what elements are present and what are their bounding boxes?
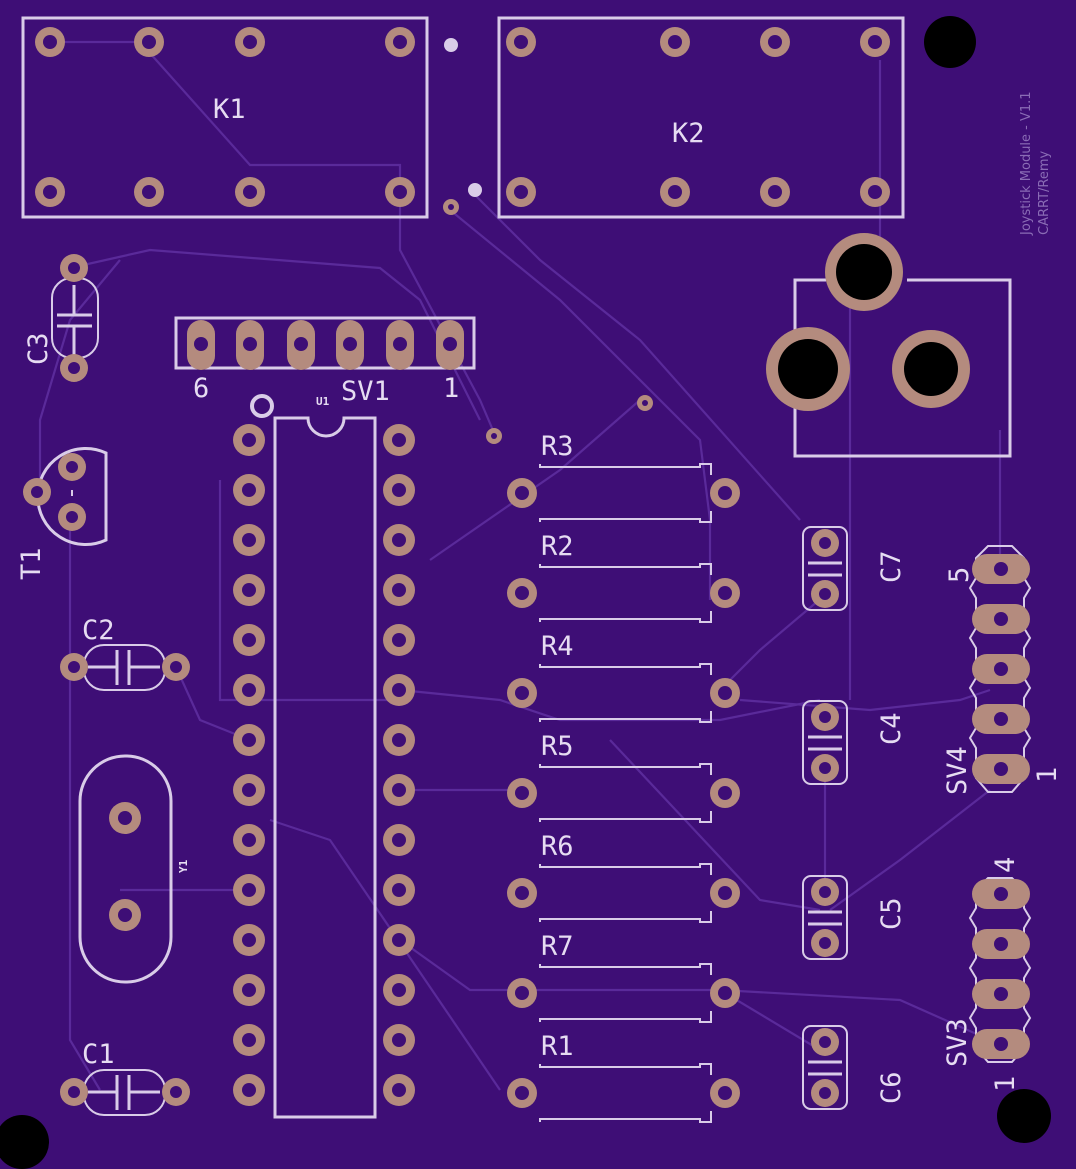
resistor-r3: R3 bbox=[507, 431, 740, 523]
credit-text: Joystick Module - V1.1 CARRT/Remy bbox=[1019, 91, 1052, 236]
sv1-pin-last: 1 bbox=[443, 373, 459, 404]
capacitor-c6: C6 bbox=[802, 1025, 907, 1110]
sv4-label: SV4 bbox=[942, 746, 973, 795]
capacitor-c4: C4 bbox=[802, 700, 907, 785]
k1-label: K1 bbox=[213, 94, 246, 125]
sv3-label: SV3 bbox=[942, 1018, 973, 1067]
c2-label: C2 bbox=[82, 615, 115, 646]
sv3-pin-bottom: 1 bbox=[990, 1076, 1021, 1092]
c5-label: C5 bbox=[876, 897, 907, 930]
relay-k2: K2 bbox=[497, 16, 905, 219]
y1-label: Y1 bbox=[177, 859, 190, 873]
resistor-r2: R2 bbox=[507, 531, 740, 623]
resistor-label: R7 bbox=[541, 931, 574, 962]
capacitor-c3: C3 bbox=[23, 254, 99, 382]
resistor-r4: R4 bbox=[507, 631, 740, 723]
resistor-label: R3 bbox=[541, 431, 574, 462]
k2-pads bbox=[506, 27, 890, 207]
traces bbox=[38, 40, 1002, 1091]
resistor-label: R2 bbox=[541, 531, 574, 562]
u1-label: U1 bbox=[316, 395, 330, 408]
c3-label: C3 bbox=[23, 332, 54, 365]
u1-pads bbox=[233, 424, 415, 1106]
credit-line-2: CARRT/Remy bbox=[1037, 150, 1052, 235]
k2-label: K2 bbox=[672, 118, 705, 149]
resistor-r7: R7 bbox=[507, 931, 740, 1023]
resistor-label: R5 bbox=[541, 731, 574, 762]
credit-line-1: Joystick Module - V1.1 bbox=[1019, 91, 1034, 236]
header-sv1: 6 SV1 1 bbox=[174, 316, 476, 407]
sv1-pin-first: 6 bbox=[193, 373, 209, 404]
sv4-pin-bottom: 1 bbox=[1032, 767, 1063, 783]
ic-u1: U1 bbox=[233, 394, 415, 1119]
c1-label: C1 bbox=[82, 1039, 115, 1070]
resistor-label: R4 bbox=[541, 631, 574, 662]
c4-label: C4 bbox=[876, 712, 907, 745]
power-jack bbox=[766, 233, 1012, 458]
resistor-r5: R5 bbox=[507, 731, 740, 823]
header-sv4: 5 SV4 1 bbox=[942, 545, 1063, 795]
capacitor-c7: C7 bbox=[802, 526, 907, 611]
k1-pads bbox=[35, 27, 415, 207]
crystal-y1: Y1 bbox=[78, 754, 190, 984]
capacitor-c2: C2 bbox=[60, 615, 190, 691]
capacitor-c1: C1 bbox=[60, 1039, 190, 1116]
c6-label: C6 bbox=[876, 1071, 907, 1104]
sv3-pin-top: 4 bbox=[990, 857, 1021, 873]
resistor-label: R1 bbox=[541, 1031, 574, 1062]
sv1-label: SV1 bbox=[341, 376, 390, 407]
capacitor-c5: C5 bbox=[802, 875, 907, 960]
resistor-r1: R1 bbox=[507, 1031, 740, 1123]
resistor-r6: R6 bbox=[507, 831, 740, 923]
sv4-pin-top: 5 bbox=[944, 567, 975, 583]
vias bbox=[443, 38, 653, 444]
relay-k1: K1 bbox=[21, 16, 429, 219]
t1-label: T1 bbox=[16, 547, 47, 580]
transistor-t1: T1 bbox=[16, 447, 108, 580]
mounting-holes bbox=[0, 16, 1051, 1169]
header-sv3: 4 SV3 1 bbox=[942, 857, 1032, 1092]
resistor-label: R6 bbox=[541, 831, 574, 862]
c7-label: C7 bbox=[876, 550, 907, 583]
